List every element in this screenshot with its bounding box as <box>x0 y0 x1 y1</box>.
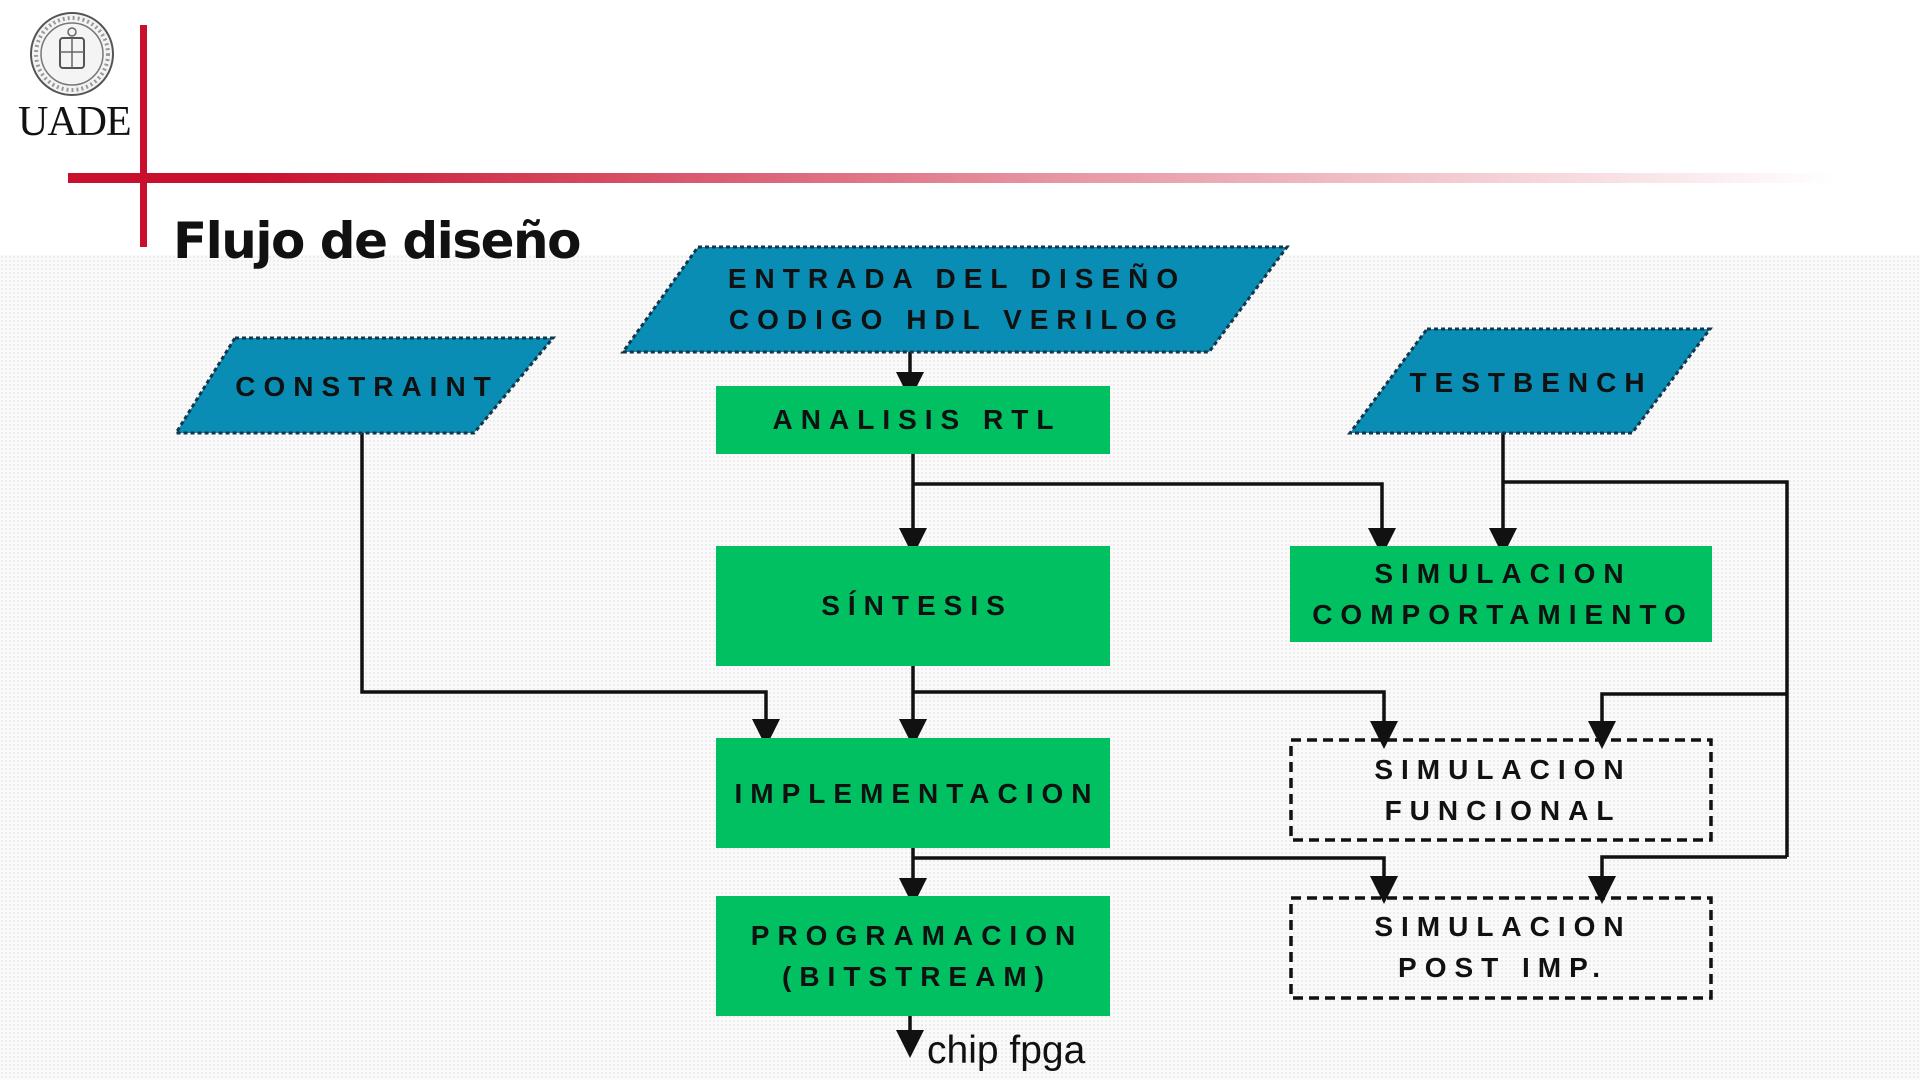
arrow-sintesis-to-sim-funcional <box>913 690 1398 749</box>
programacion-line1: PROGRAMACION <box>751 920 1083 951</box>
header-background <box>0 0 1920 255</box>
arrow-analisis-to-sim-comportamiento <box>913 482 1396 556</box>
arrow-constraint-to-implementacion <box>360 433 780 747</box>
sim-post-line2: POST IMP. <box>1398 952 1608 983</box>
sintesis-label: SÍNTESIS <box>821 590 1013 621</box>
arrow-testbench-to-sim-funcional <box>1588 692 1787 749</box>
sim-funcional-line2: FUNCIONAL <box>1385 795 1622 826</box>
constraint-label: CONSTRAINT <box>235 371 499 402</box>
arrow-implementacion-to-sim-post <box>913 856 1398 904</box>
chip-fpga-label: chip fpga <box>927 1029 1086 1072</box>
sim-comportamiento-line2: COMPORTAMIENTO <box>1312 599 1694 630</box>
sintesis-node: SÍNTESIS <box>716 546 1110 666</box>
brand-horizontal-line <box>68 173 1838 183</box>
programacion-node: PROGRAMACION (BITSTREAM) <box>716 896 1110 1016</box>
testbench-label: TESTBENCH <box>1409 367 1652 398</box>
sim-comportamiento-node: SIMULACION COMPORTAMIENTO <box>1290 546 1712 642</box>
analisis-label: ANALISIS RTL <box>773 404 1062 435</box>
implementacion-node: IMPLEMENTACION <box>716 738 1110 848</box>
connector-lines <box>360 352 1789 1058</box>
page-title: Flujo de diseño <box>173 212 581 270</box>
brand-vertical-line <box>140 25 147 247</box>
entrada-line1: ENTRADA DEL DISEÑO <box>728 263 1186 294</box>
sim-post-node: SIMULACION POST IMP. <box>1289 896 1713 1000</box>
testbench-node: TESTBENCH <box>1347 327 1713 435</box>
sim-post-line1: SIMULACION <box>1374 911 1631 942</box>
sim-funcional-node: SIMULACION FUNCIONAL <box>1289 738 1713 842</box>
university-seal-icon <box>30 12 114 96</box>
programacion-line2: (BITSTREAM) <box>782 961 1052 992</box>
implementacion-label: IMPLEMENTACION <box>734 778 1099 809</box>
uade-logo-text: UADE <box>18 99 132 145</box>
arrow-testbench-to-sim-post <box>1588 855 1787 904</box>
entrada-del-diseno-node: ENTRADA DEL DISEÑO CODIGO HDL VERILOG <box>620 245 1290 354</box>
constraint-node: CONSTRAINT <box>173 336 557 435</box>
sim-funcional-line1: SIMULACION <box>1374 754 1631 785</box>
testbench-feedback-line <box>1503 480 1789 857</box>
analisis-rtl-node: ANALISIS RTL <box>716 386 1110 454</box>
sim-comportamiento-line1: SIMULACION <box>1374 558 1631 589</box>
entrada-line2: CODIGO HDL VERILOG <box>729 304 1185 335</box>
